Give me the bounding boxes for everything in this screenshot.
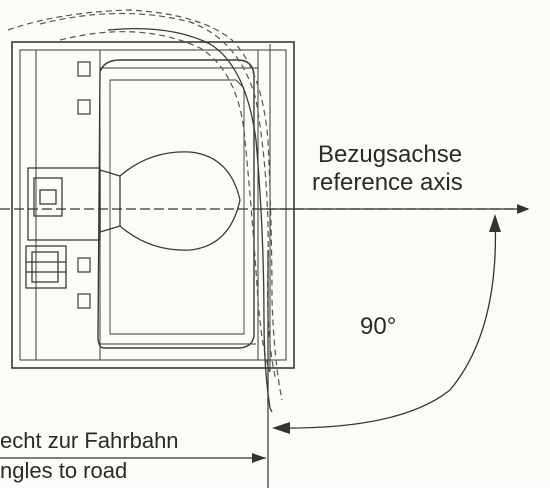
reference-axis-label-de: Bezugsachse <box>318 141 462 168</box>
road-label-de: echt zur Fahrbahn <box>0 428 179 453</box>
road-label-en: ngles to road <box>0 458 127 483</box>
road-leader <box>0 453 266 463</box>
angle-label: 90° <box>360 313 396 340</box>
reference-axis-label-en: reference axis <box>312 169 463 196</box>
side-tabs <box>77 61 91 309</box>
reflector-box <box>97 59 256 349</box>
lamp-housing <box>11 41 295 372</box>
lamp-socket <box>25 167 101 289</box>
angle-arc <box>272 214 501 434</box>
lens-outline <box>107 28 273 413</box>
lens-contours <box>7 9 283 401</box>
bulb <box>99 151 241 251</box>
